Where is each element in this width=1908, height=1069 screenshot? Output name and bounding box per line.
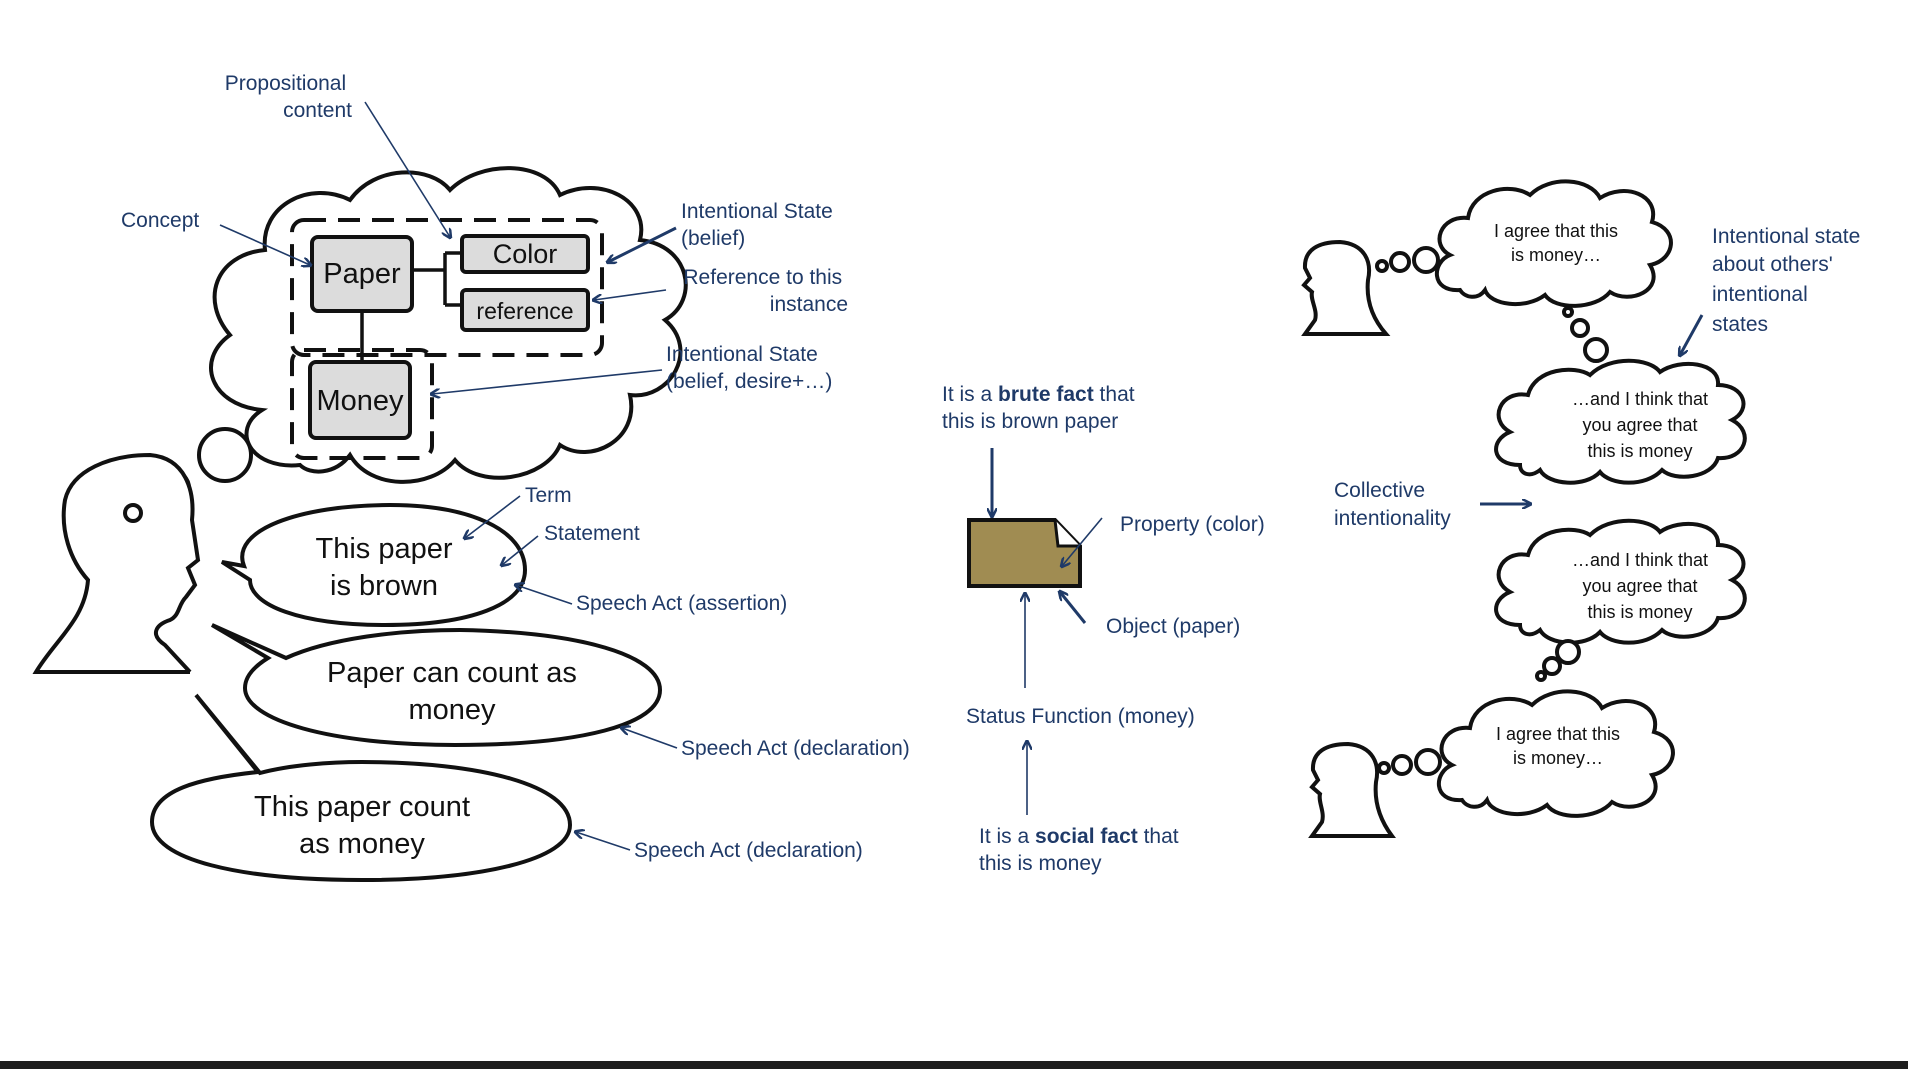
- thought-dot: [1377, 761, 1391, 775]
- brown-paper-icon: [967, 518, 1082, 588]
- dashed-belief-group: [290, 218, 604, 357]
- head-bottom-right: [1308, 741, 1396, 838]
- term-arrow: [465, 495, 521, 538]
- speech-act-declaration-1-arrow: [622, 728, 678, 749]
- bottom-bar: [0, 1061, 1908, 1069]
- speech-act-assertion-arrow: [516, 585, 573, 605]
- intentional-state-belief-arrow: [608, 226, 677, 262]
- intentional-state-about-others-label: Intentional state about others' intentio…: [1712, 225, 1866, 336]
- reference-box-label: reference: [476, 298, 573, 324]
- main-thought-cloud: [209, 166, 688, 484]
- speech-act-declaration-2-arrow: [576, 832, 631, 851]
- social-fact-label: It is a social fact that this is money: [979, 825, 1184, 875]
- object-paper-label: Object (paper): [1106, 615, 1240, 638]
- thought-dot: [1375, 259, 1389, 273]
- thought-dot: [1535, 670, 1547, 682]
- concept-label: Concept: [121, 209, 199, 232]
- color-box-label: Color: [493, 239, 558, 269]
- speech-act-declaration-2-label: Speech Act (declaration): [634, 839, 863, 862]
- dashed-desire-group: [290, 348, 434, 460]
- collective-intentionality-label: Collective intentionality: [1334, 479, 1451, 530]
- thought-dot: [1414, 748, 1442, 776]
- concept-arrow: [219, 224, 310, 265]
- reference-arrow: [594, 289, 667, 300]
- propositional-content-arrow: [364, 101, 450, 237]
- statement-arrow: [502, 535, 539, 565]
- reference-to-instance-label: Reference to this instance: [683, 266, 848, 316]
- color-box: Color: [460, 234, 590, 274]
- paper-box-label: Paper: [323, 258, 401, 290]
- money-box: Money: [308, 360, 412, 440]
- head-silhouette: [32, 452, 201, 674]
- speech-act-declaration-1-label: Speech Act (declaration): [681, 737, 910, 760]
- thought-dot: [1389, 251, 1411, 273]
- thought-dot: [1555, 639, 1581, 665]
- object-arrow: [1060, 592, 1087, 624]
- thought-dot: [1412, 246, 1440, 274]
- thought-dot: [1570, 318, 1590, 338]
- head-top-right: [1301, 239, 1391, 336]
- box-connectors: [360, 251, 462, 362]
- propositional-content-label: Propositional content: [225, 72, 352, 122]
- intentional-state-about-others-arrow: [1680, 314, 1704, 355]
- brute-fact-label: It is a brute fact that this is brown pa…: [942, 383, 1140, 433]
- property-color-label: Property (color): [1120, 513, 1265, 536]
- intentional-state-desire-arrow: [432, 369, 663, 394]
- property-arrow: [1062, 517, 1103, 566]
- term-label: Term: [525, 484, 572, 507]
- speech-act-assertion-label: Speech Act (assertion): [576, 592, 787, 615]
- thought-dot: [1542, 656, 1562, 676]
- intentional-state-belief-label: Intentional State (belief): [681, 200, 839, 250]
- statement-label: Statement: [544, 522, 640, 545]
- paper-box: Paper: [310, 235, 414, 313]
- thought-dot: [1562, 306, 1574, 318]
- thought-bubble-circle: [197, 427, 253, 483]
- status-function-label: Status Function (money): [966, 705, 1195, 728]
- money-box-label: Money: [316, 385, 404, 417]
- intentional-state-desire-label: Intentional State (belief, desire+…): [666, 343, 832, 393]
- thought-dot: [1583, 337, 1609, 363]
- thought-dot: [1391, 754, 1413, 776]
- reference-box: reference: [460, 288, 590, 332]
